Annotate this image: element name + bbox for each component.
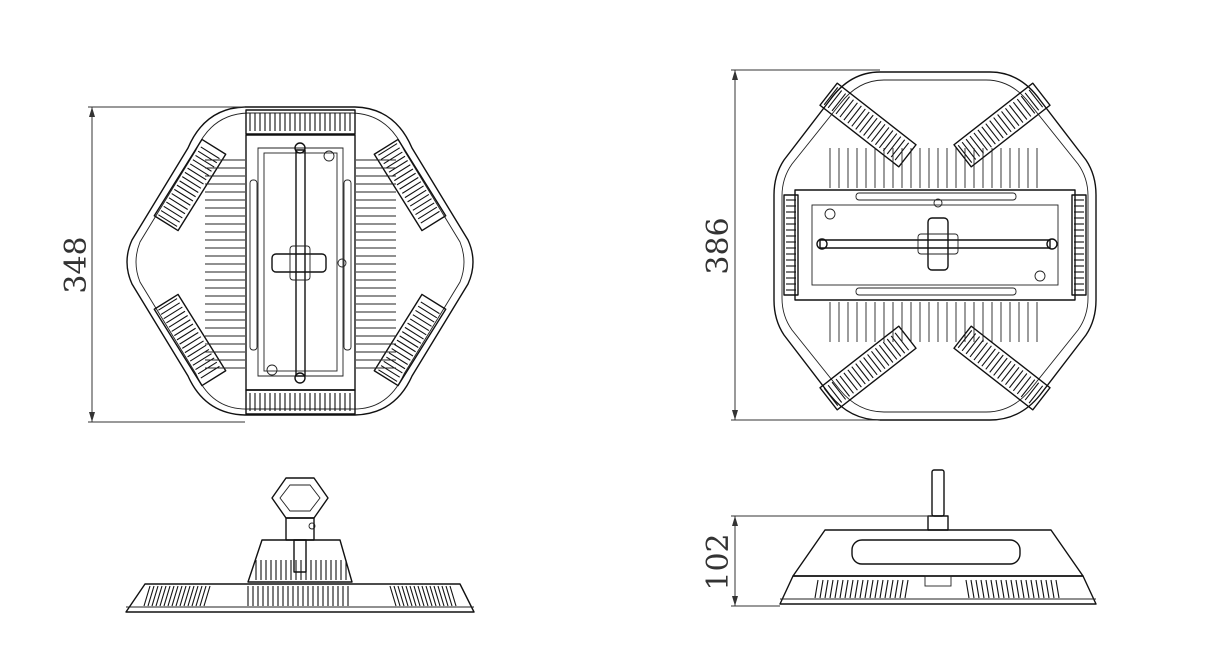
housing-outline-left (126, 106, 474, 416)
top-view-right (773, 71, 1097, 421)
mount-stem (931, 469, 945, 517)
side-view-left (125, 477, 475, 613)
driver-plate (245, 134, 356, 391)
housing-outline-right (773, 71, 1097, 421)
driver-plate-right (794, 189, 1076, 301)
dimension-386: 386 (701, 69, 880, 421)
dimension-348: 348 (59, 106, 245, 423)
dimension-label-386: 386 (701, 217, 736, 274)
top-fin-block (245, 109, 356, 135)
center-mount (271, 253, 327, 273)
top-view-left (126, 106, 474, 416)
side-view-right (779, 469, 1097, 605)
driver-housing-side (247, 539, 353, 583)
bracket-bar (295, 149, 306, 377)
dimension-label-102: 102 (701, 533, 736, 590)
driver-housing-side-right (792, 529, 1084, 577)
center-mount-right (927, 217, 949, 271)
dimension-102: 102 (701, 515, 930, 607)
dimension-label-348: 348 (59, 236, 94, 293)
